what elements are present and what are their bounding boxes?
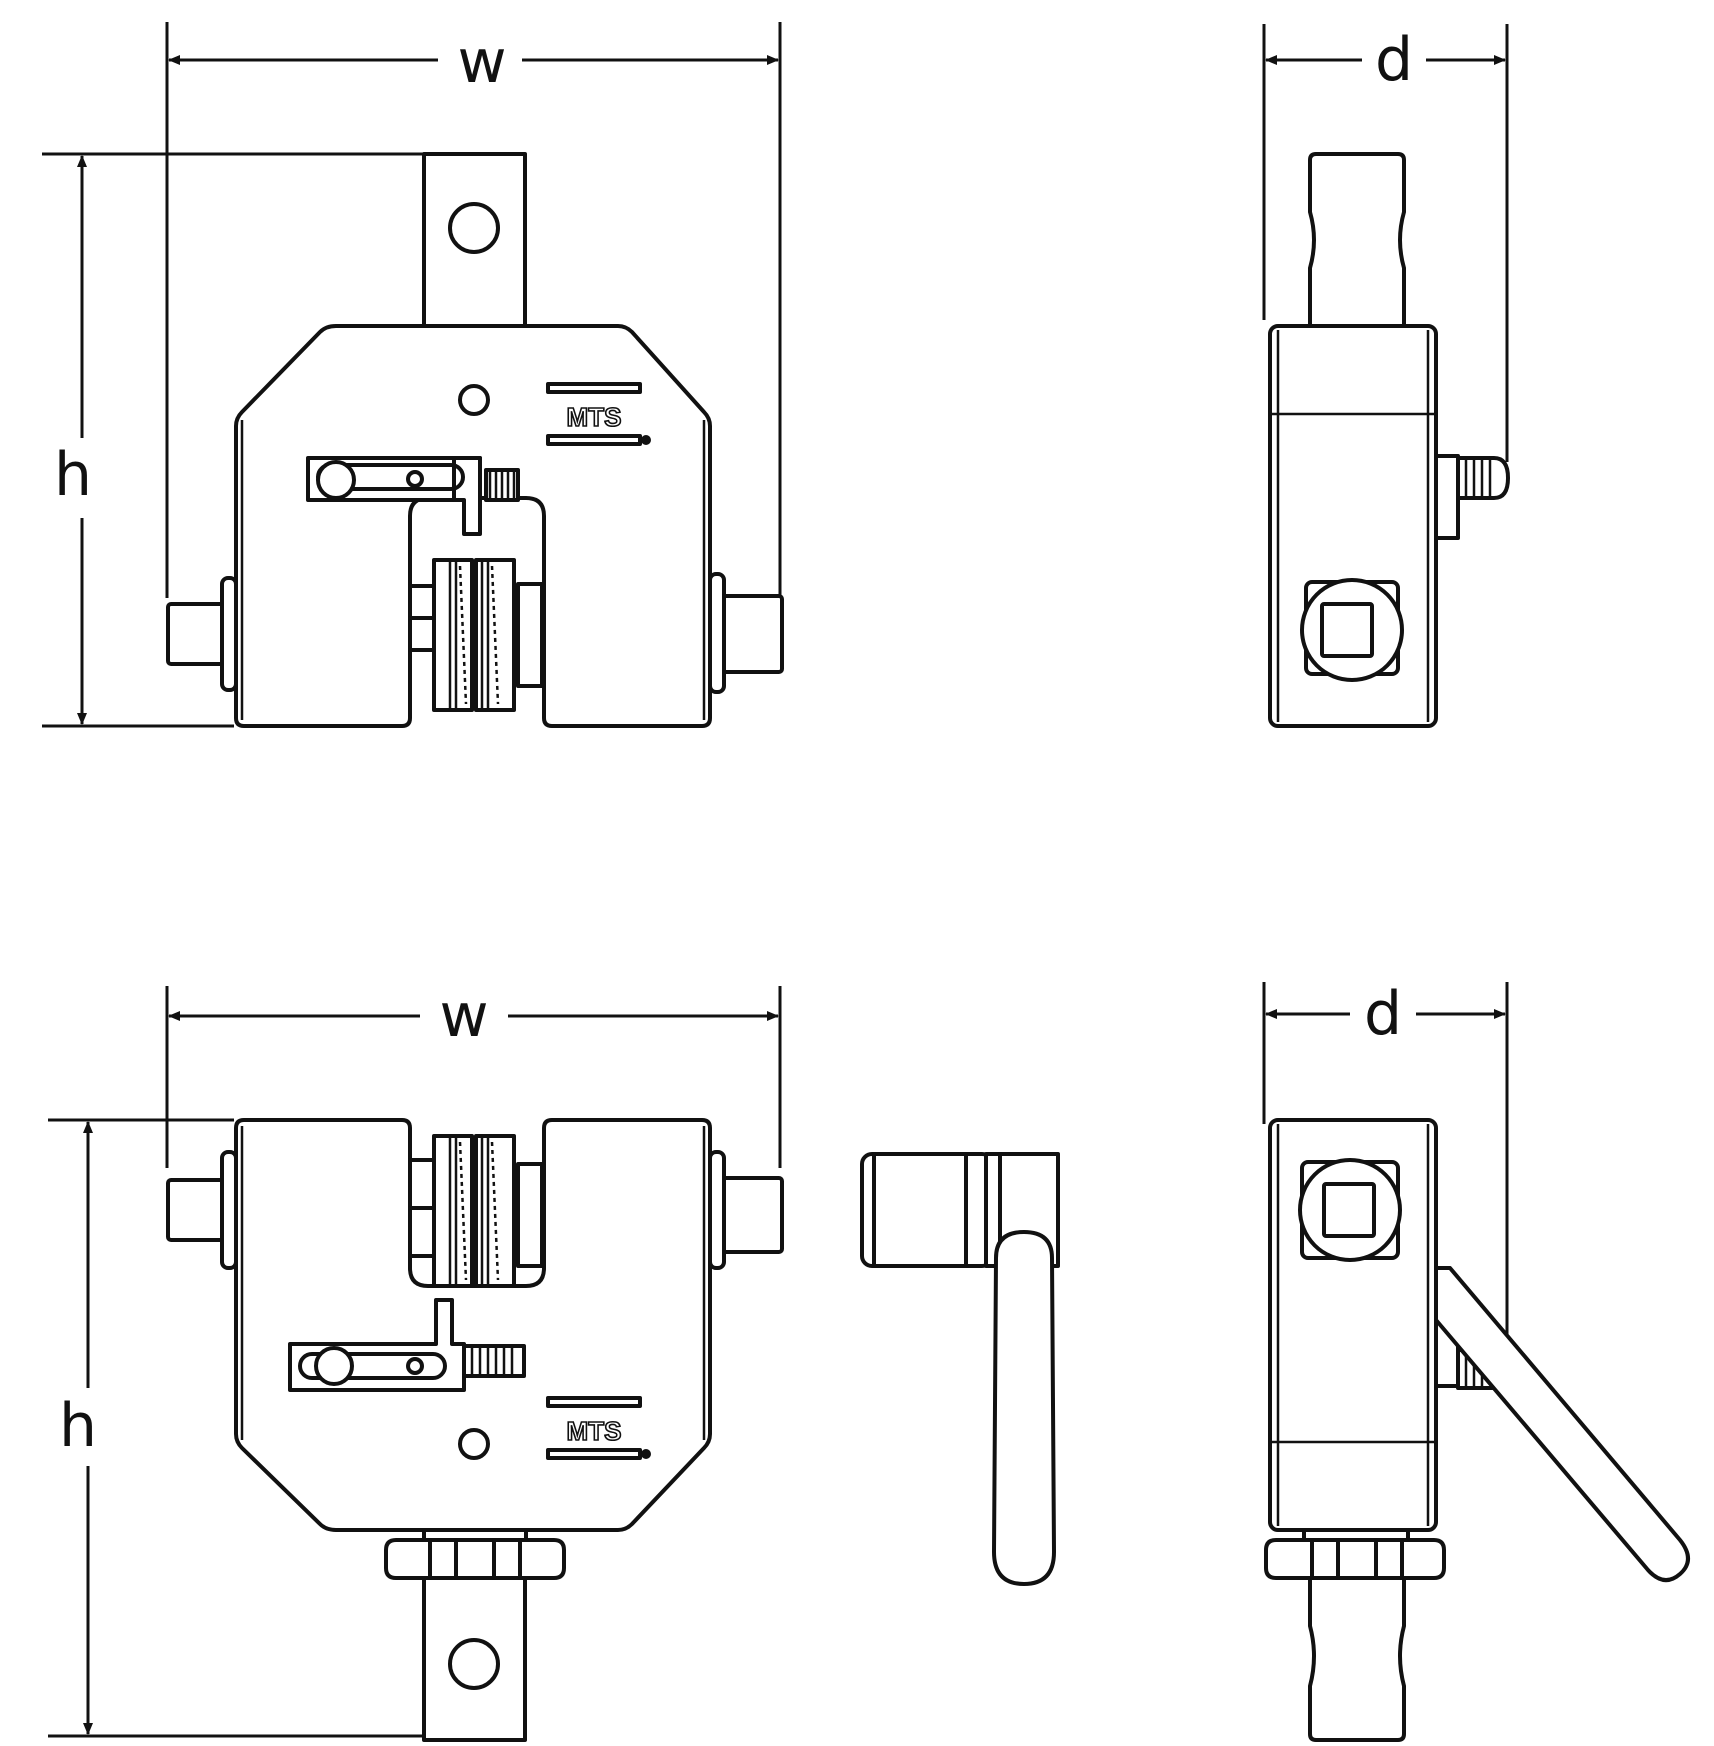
bottom-front-left-shaft (166, 1150, 238, 1270)
bottom-front-right-shaft (708, 1150, 784, 1270)
bottom-side-lock-nut (1264, 1522, 1446, 1580)
bottom-front-jaw-assembly (408, 1134, 544, 1288)
clevis-pin-hole (448, 202, 500, 254)
bottom-side-square-socket (1298, 1158, 1402, 1262)
top-front-left-shaft (166, 576, 238, 692)
top-front-mts-logo: MTS (546, 382, 651, 446)
top-front-height-dimension: h (54, 155, 92, 725)
bottom-clevis-pin-hole (448, 1638, 500, 1690)
top-front-logo-text: MTS (567, 402, 622, 432)
top-front-view: w h MTS (42, 22, 784, 728)
top-front-height-label: h (54, 440, 92, 510)
bottom-side-angled-lever (1434, 1266, 1690, 1582)
bottom-front-width-label: w (439, 981, 488, 1051)
bottom-front-logo-text: MTS (567, 1416, 622, 1446)
bottom-front-mts-logo: MTS (546, 1396, 651, 1460)
bottom-side-view: d (1262, 979, 1690, 1742)
top-side-pin (1434, 454, 1510, 540)
top-front-width-label: w (457, 27, 506, 97)
top-front-width-dimension: w (168, 27, 779, 97)
bottom-front-view: w h (48, 981, 784, 1742)
bottom-front-lock-nut (384, 1522, 566, 1580)
bottom-side-shaft (1308, 1562, 1406, 1742)
top-front-body (234, 324, 712, 728)
top-front-jaw-assembly (408, 558, 544, 712)
top-front-right-shaft (708, 572, 784, 694)
top-side-view: d (1262, 24, 1510, 728)
top-side-depth-dimension: d (1265, 25, 1506, 95)
bottom-front-height-label: h (59, 1391, 97, 1461)
bottom-front-height-dimension: h (59, 1121, 97, 1735)
top-side-depth-label: d (1375, 25, 1413, 95)
top-front-adjust-lever (306, 456, 520, 536)
bottom-front-body (234, 1118, 712, 1532)
top-side-shaft (1308, 152, 1406, 328)
bottom-side-depth-label: d (1364, 979, 1402, 1049)
top-front-clevis-tab (422, 152, 527, 331)
crank-handle (860, 1152, 1060, 1586)
bottom-front-adjust-lever (288, 1298, 526, 1392)
bottom-front-clevis-tab (422, 1562, 527, 1742)
bottom-front-width-dimension: w (168, 981, 779, 1051)
handle-grip (992, 1230, 1056, 1586)
top-side-square-socket (1300, 578, 1404, 682)
bottom-front-body-hole (458, 1428, 490, 1460)
handle-socket (860, 1152, 994, 1268)
bottom-side-depth-dimension: d (1265, 979, 1506, 1049)
top-front-body-hole (458, 384, 490, 416)
